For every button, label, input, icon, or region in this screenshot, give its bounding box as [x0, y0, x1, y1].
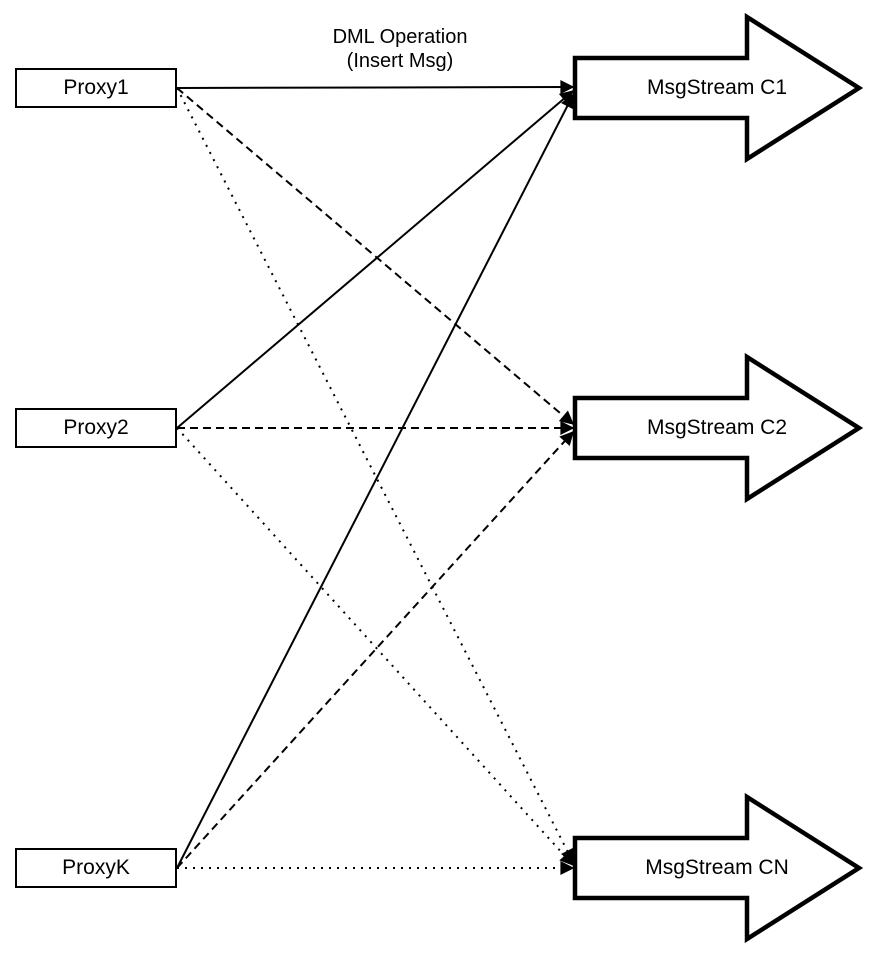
proxy2-box: Proxy2: [15, 408, 177, 448]
proxyk-label: ProxyK: [62, 856, 130, 879]
annotation-line1: DML Operation: [332, 26, 468, 48]
msgstream-c1-arrow: [572, 12, 864, 164]
proxy2-label: Proxy2: [63, 416, 129, 439]
annotation-line2: (Insert Msg): [346, 50, 454, 72]
msgstream-c2-arrow: [572, 352, 864, 504]
edge-proxyk-c1: [176, 93, 574, 869]
proxy1-box: Proxy1: [15, 68, 177, 108]
proxy1-label: Proxy1: [63, 76, 129, 99]
edge-proxy2-cn: [176, 427, 574, 867]
proxyk-box: ProxyK: [15, 848, 177, 888]
edge-proxy2-c1: [176, 90, 575, 429]
edge-proxy1-c1: [176, 80, 575, 95]
edge-proxy1-c2: [176, 87, 575, 425]
msgstream-cn-arrow: [572, 792, 864, 944]
edge-proxyk-c2: [176, 430, 574, 869]
dml-operation-annotation: DML Operation (Insert Msg): [270, 25, 530, 73]
edge-proxy1-cn: [176, 87, 574, 864]
